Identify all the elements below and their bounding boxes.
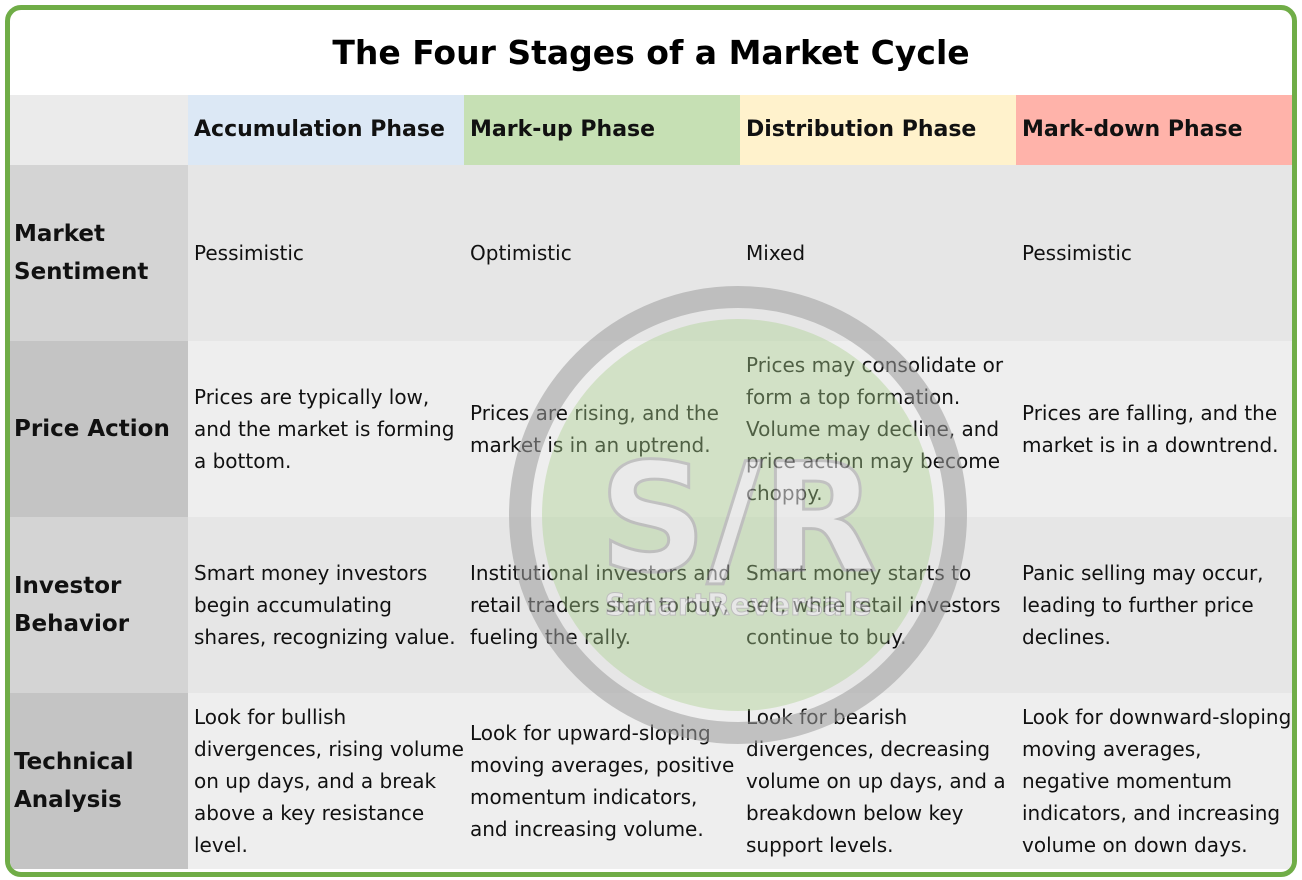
table-cell: Pessimistic <box>1016 165 1292 341</box>
column-header-markdown: Mark-down Phase <box>1016 95 1292 165</box>
table-row: Technical Analysis Look for bullish dive… <box>10 693 1292 869</box>
table-row: Investor Behavior Smart money investors … <box>10 517 1292 693</box>
page-title: The Four Stages of a Market Cycle <box>332 33 970 72</box>
table-cell: Institutional investors and retail trade… <box>464 517 740 693</box>
row-header-market-sentiment: Market Sentiment <box>10 165 188 341</box>
header-row: Accumulation Phase Mark-up Phase Distrib… <box>10 95 1292 165</box>
table-row: Price Action Prices are typically low, a… <box>10 341 1292 517</box>
table-row: Market Sentiment Pessimistic Optimistic … <box>10 165 1292 341</box>
table-cell: Prices are typically low, and the market… <box>188 341 464 517</box>
corner-cell <box>10 95 188 165</box>
table-frame: The Four Stages of a Market Cycle Accumu… <box>5 5 1297 877</box>
table-cell: Look for upward-sloping moving averages,… <box>464 693 740 869</box>
column-header-distribution: Distribution Phase <box>740 95 1016 165</box>
table-cell: Look for bearish divergences, decreasing… <box>740 693 1016 869</box>
column-header-markup: Mark-up Phase <box>464 95 740 165</box>
table-cell: Smart money starts to sell, while retail… <box>740 517 1016 693</box>
table-cell: Mixed <box>740 165 1016 341</box>
row-header-price-action: Price Action <box>10 341 188 517</box>
table-cell: Prices are falling, and the market is in… <box>1016 341 1292 517</box>
table-cell: Prices may consolidate or form a top for… <box>740 341 1016 517</box>
table-cell: Panic selling may occur, leading to furt… <box>1016 517 1292 693</box>
table-cell: Smart money investors begin accumulating… <box>188 517 464 693</box>
market-cycle-table: Accumulation Phase Mark-up Phase Distrib… <box>10 95 1292 869</box>
table-cell: Pessimistic <box>188 165 464 341</box>
table-cell: Look for downward-sloping moving average… <box>1016 693 1292 869</box>
row-header-technical-analysis: Technical Analysis <box>10 693 188 869</box>
table-cell: Look for bullish divergences, rising vol… <box>188 693 464 869</box>
column-header-accumulation: Accumulation Phase <box>188 95 464 165</box>
table-cell: Prices are rising, and the market is in … <box>464 341 740 517</box>
table-cell: Optimistic <box>464 165 740 341</box>
row-header-investor-behavior: Investor Behavior <box>10 517 188 693</box>
